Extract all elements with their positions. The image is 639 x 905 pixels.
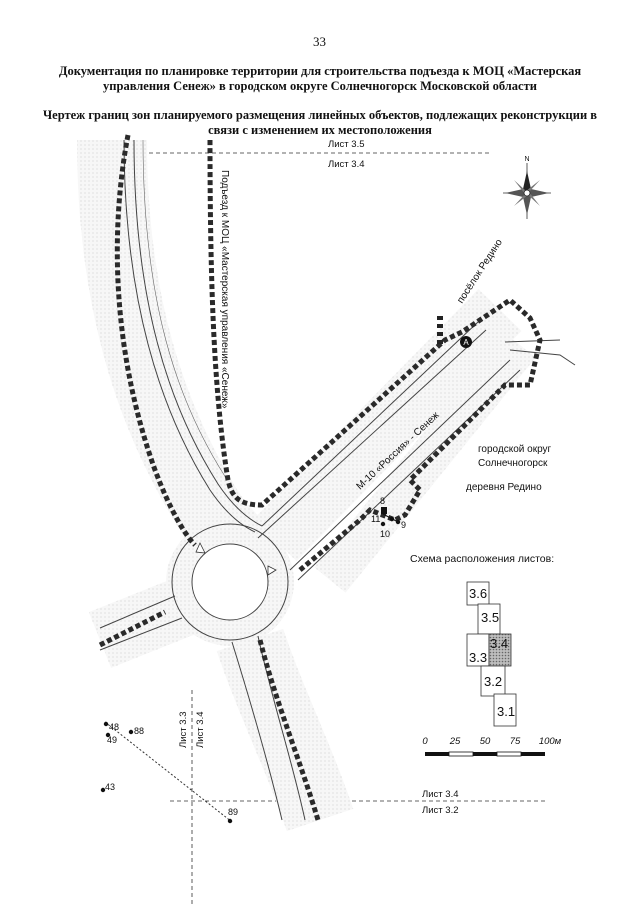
inset-label-3-3: 3.3 [469,650,487,665]
district-label-line2: Солнечногорск [478,458,548,469]
page-number: 33 [313,34,326,49]
road-network [77,139,576,832]
point-label-88: 88 [134,726,144,736]
scale-tick-100: 100м [539,736,562,747]
point-a-label: A [463,338,469,347]
compass-rose-icon: N [503,156,551,219]
point-label-89: 89 [228,807,238,817]
sheet-layout-inset: 3.6 3.5 3.4 3.3 3.2 3.1 [466,581,517,727]
inset-label-3-2: 3.2 [484,674,502,689]
sheet-ref-left-upper: Лист 3.3 [178,712,189,749]
sheet-ref-bottom-upper: Лист 3.4 [422,789,459,800]
point-label-9: 9 [401,520,406,530]
drawing-title: Чертеж границ зон планируемого размещени… [42,108,598,137]
scale-tick-75: 75 [510,736,521,747]
sheet-ref-left-lower: Лист 3.4 [195,712,206,749]
structure-marks [437,316,443,344]
inset-sheet-3-2 [480,665,506,697]
utility-points [100,721,233,824]
village-label: деревня Редино [466,482,542,493]
reconstruction-points [380,507,401,527]
point-label-11: 11 [371,514,380,524]
inset-label-3-5: 3.5 [481,610,499,625]
point-label-49: 49 [107,735,117,745]
point-a-marker: A [460,336,472,348]
document-title: Документация по планировке территории дл… [58,64,582,93]
compass-n-label: N [524,156,529,163]
inset-title: Схема расположения листов: [410,553,555,565]
district-label-line1: городской округ [478,444,552,455]
point-label-8: 8 [380,496,385,506]
access-road-label: Подъезд к МОЦ «Мастерская управления «Се… [219,170,230,409]
scale-tick-0: 0 [422,736,428,747]
sheet-ref-top-upper: Лист 3.5 [328,139,365,150]
inset-label-3-1: 3.1 [497,704,515,719]
utility-line [104,721,233,823]
sheet-ref-top-lower: Лист 3.4 [328,159,365,170]
planning-boundary [98,134,543,821]
point-label-43: 43 [105,782,115,792]
sheet-ref-bottom-lower: Лист 3.2 [422,805,459,816]
inset-sheet-3-1 [493,693,517,727]
scale-tick-25: 25 [449,736,461,747]
inset-label-3-6: 3.6 [469,586,487,601]
scale-bar: 0 25 50 75 100м [422,736,562,757]
point-label-10: 10 [380,529,390,539]
inset-label-3-4: 3.4 [490,636,508,651]
scale-tick-50: 50 [480,736,491,747]
point-label-48: 48 [109,722,119,732]
